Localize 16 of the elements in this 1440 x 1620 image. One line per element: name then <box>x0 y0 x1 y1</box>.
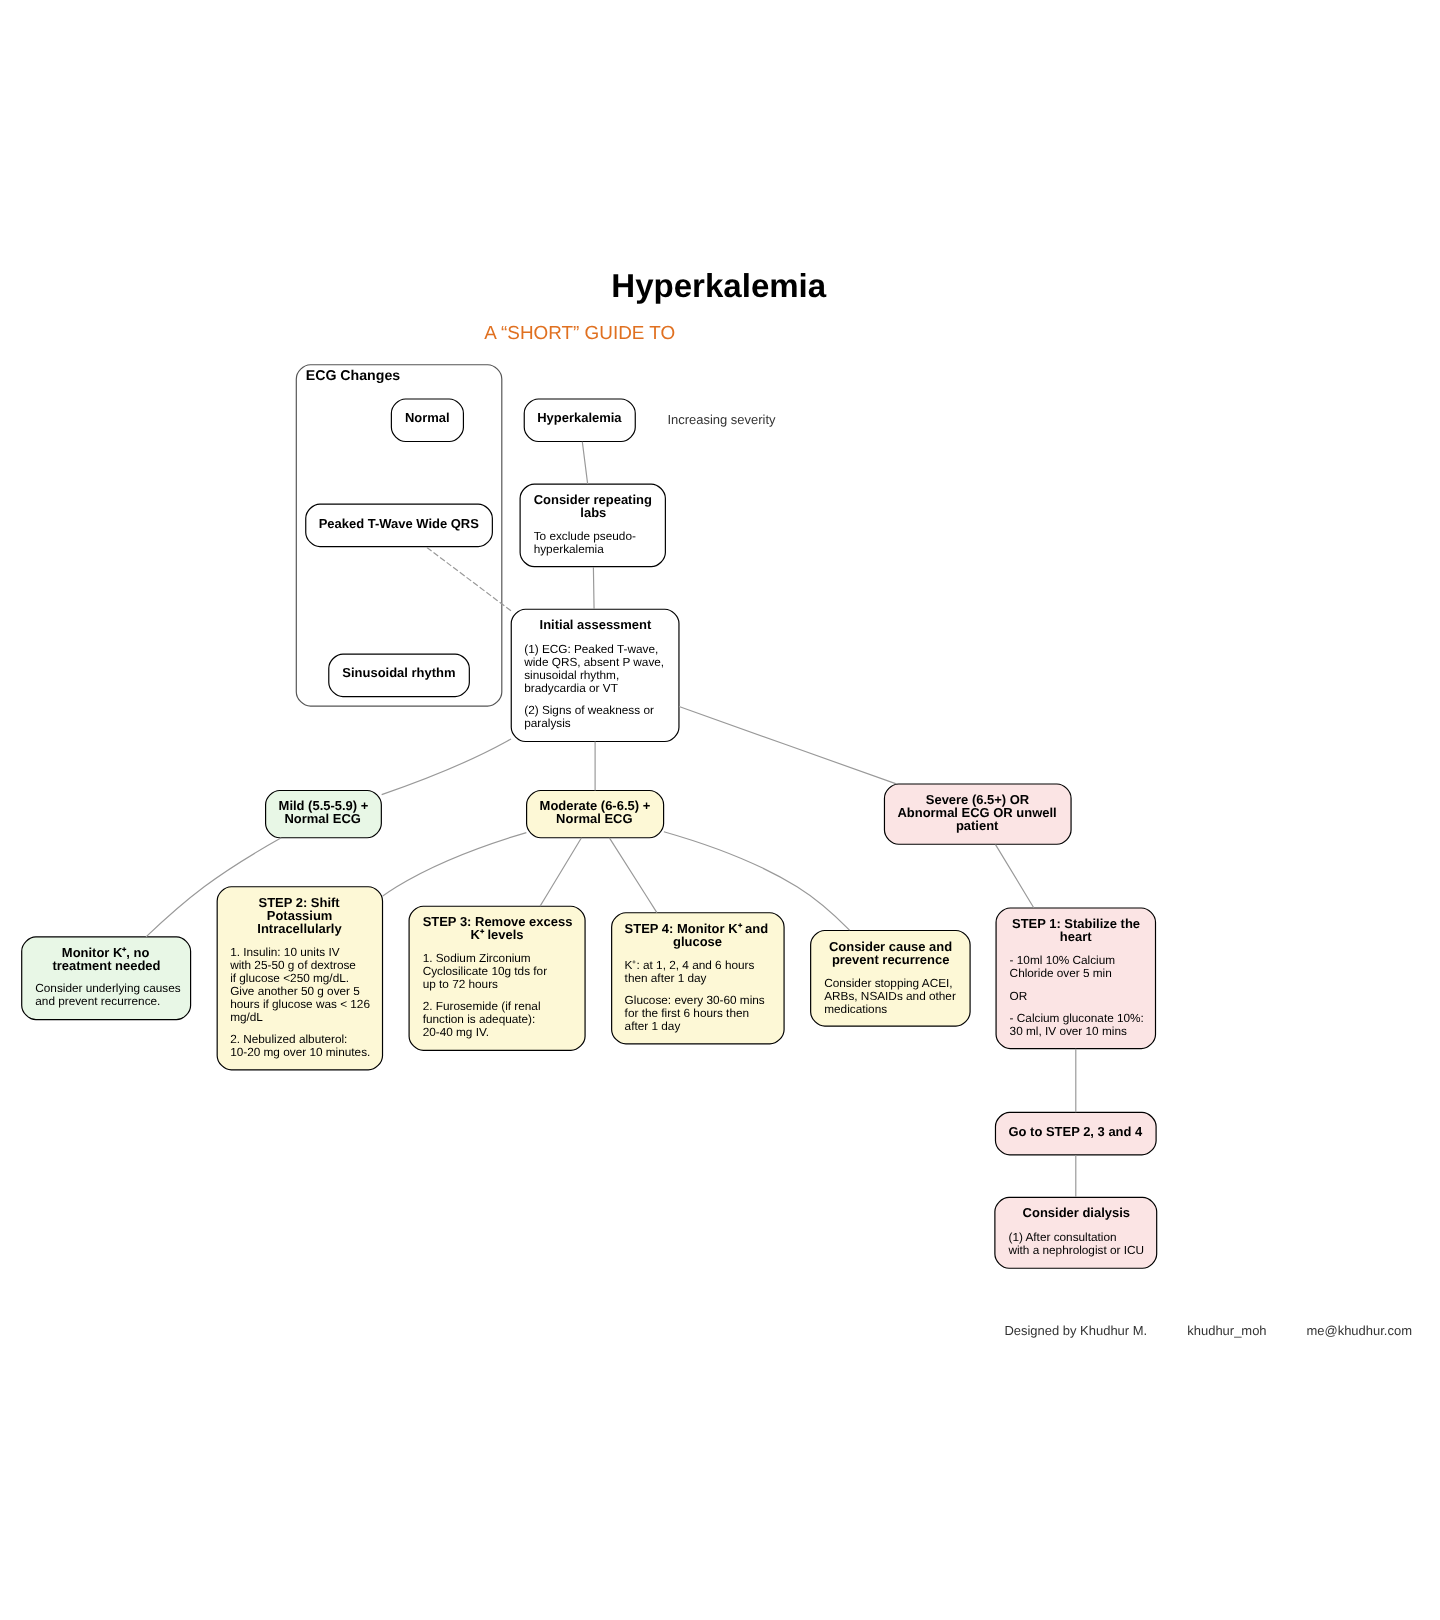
connector <box>1075 1154 1077 1198</box>
connector <box>539 837 583 907</box>
connector <box>594 740 596 791</box>
connector <box>608 837 658 914</box>
connector <box>382 832 527 897</box>
connector <box>994 844 1035 909</box>
connector <box>145 837 282 938</box>
connector <box>381 738 512 796</box>
connector <box>581 441 589 485</box>
diagram-title: Hyperkalemia <box>611 266 827 305</box>
connector <box>678 705 897 785</box>
label: A “SHORT” GUIDE TO <box>484 322 676 345</box>
connector <box>1075 1048 1077 1113</box>
connector <box>592 566 595 610</box>
connector <box>425 546 512 612</box>
connector <box>663 831 851 931</box>
